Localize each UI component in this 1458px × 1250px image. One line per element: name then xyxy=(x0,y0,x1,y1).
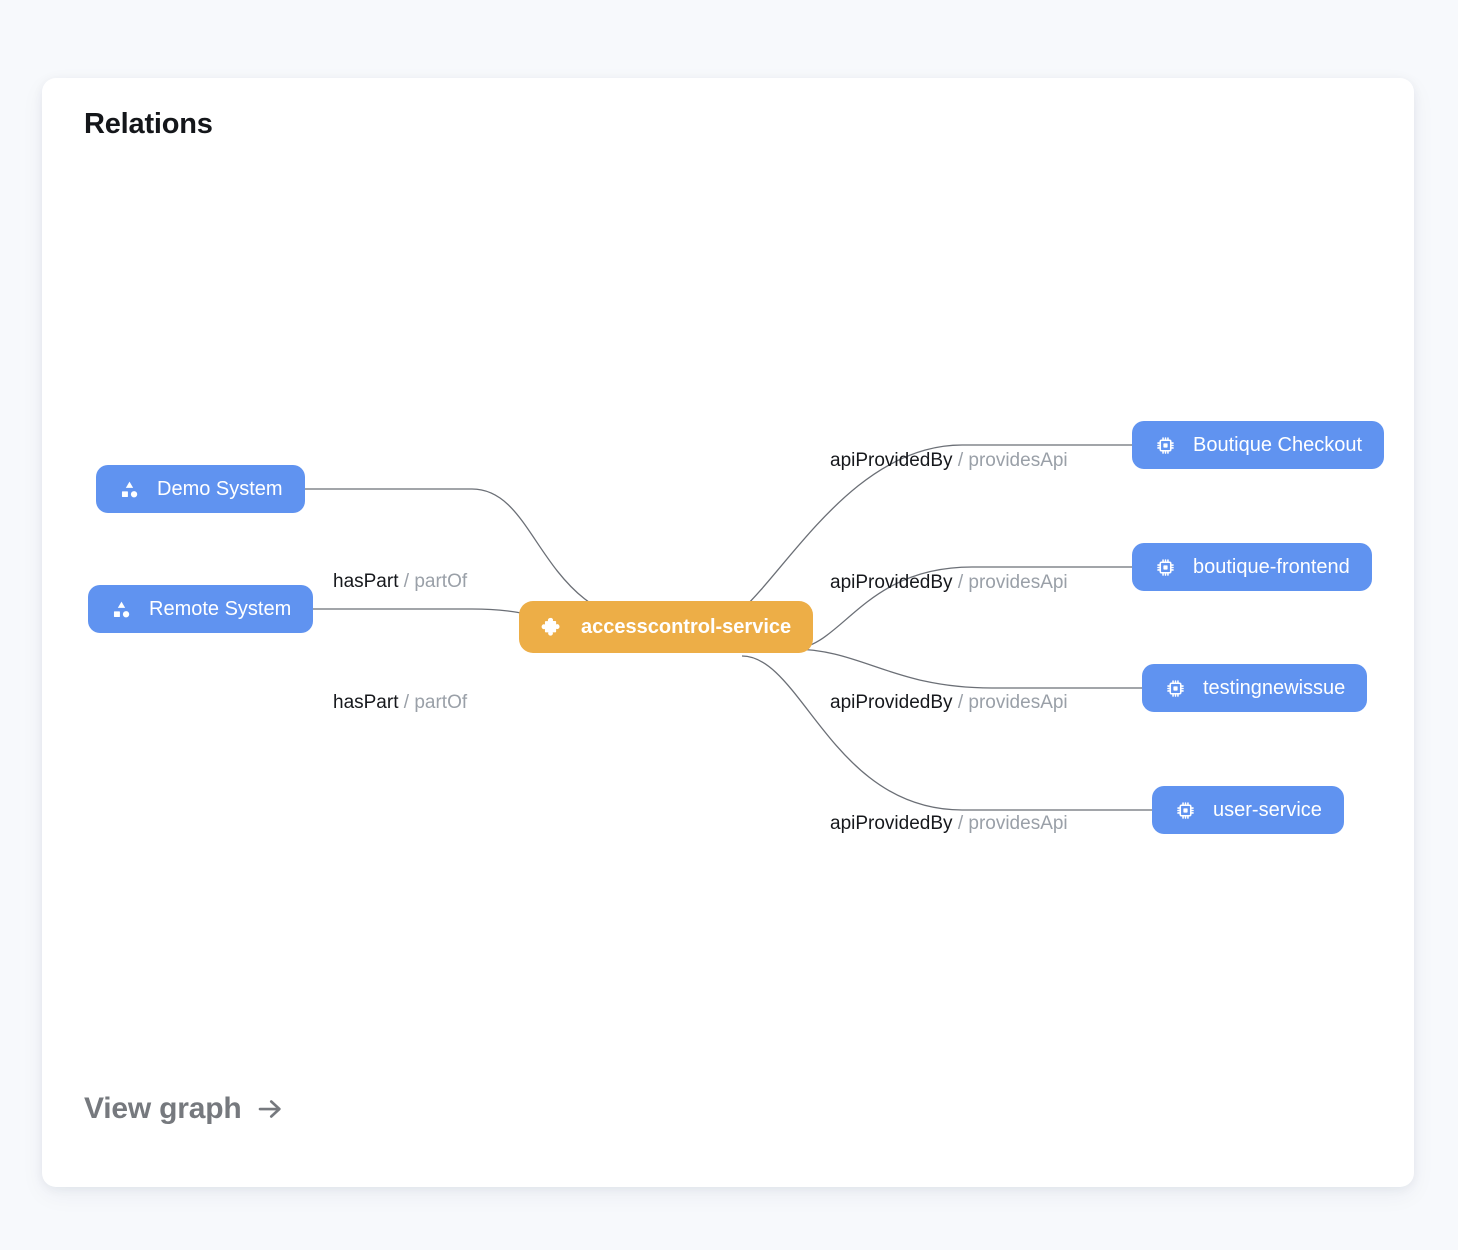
edge-label-apiprovidedby-boutique-checkout: apiProvidedBy / providesApi xyxy=(830,450,1068,472)
relation-reverse: providesApi xyxy=(968,813,1068,834)
relation-separator: / xyxy=(403,571,415,592)
graph-node-label: Demo System xyxy=(157,477,283,500)
relation-reverse: partOf xyxy=(414,692,468,713)
arrow-right-icon xyxy=(255,1094,285,1124)
relation-forward: apiProvidedBy xyxy=(830,572,953,593)
edge-label-haspart-demo: hasPart / partOf xyxy=(333,571,467,593)
graph-node-testingnewissue[interactable]: testingnewissue xyxy=(1142,664,1368,712)
graph-node-accesscontrol-service[interactable]: accesscontrol-service xyxy=(519,601,814,653)
graph-node-user-service[interactable]: user-service xyxy=(1152,786,1344,834)
relation-forward: apiProvidedBy xyxy=(830,450,953,471)
relation-forward: hasPart xyxy=(333,571,399,592)
shapes-icon xyxy=(110,598,132,620)
relation-reverse: providesApi xyxy=(968,692,1068,713)
graph-node-boutique-checkout[interactable]: Boutique Checkout xyxy=(1132,421,1385,469)
edge-label-haspart-remote: hasPart / partOf xyxy=(333,692,467,714)
chip-icon xyxy=(1154,556,1176,578)
graph-node-label: boutique-frontend xyxy=(1193,555,1350,578)
graph-node-label: Boutique Checkout xyxy=(1193,433,1363,456)
edge-user-service xyxy=(741,655,1152,811)
page-title: Relations xyxy=(84,108,213,140)
relation-reverse: providesApi xyxy=(968,572,1068,593)
graph-node-label: Remote System xyxy=(149,597,292,620)
chip-icon xyxy=(1174,799,1196,821)
view-graph-label: View graph xyxy=(84,1092,242,1125)
relation-reverse: providesApi xyxy=(968,450,1068,471)
relation-forward: apiProvidedBy xyxy=(830,813,953,834)
relation-forward: hasPart xyxy=(333,692,399,713)
relation-separator: / xyxy=(957,450,969,471)
graph-node-label: accesscontrol-service xyxy=(581,615,792,638)
relations-graph: Demo System Remote System accesscontrol-… xyxy=(42,78,1414,1187)
shapes-icon xyxy=(118,478,140,500)
chip-icon xyxy=(1154,434,1176,456)
graph-node-remote-system[interactable]: Remote System xyxy=(88,585,314,633)
chip-icon xyxy=(1164,677,1186,699)
view-graph-link[interactable]: View graph xyxy=(84,1092,285,1126)
relation-separator: / xyxy=(403,692,415,713)
graph-node-label: user-service xyxy=(1213,798,1322,821)
edge-label-apiprovidedby-user-service: apiProvidedBy / providesApi xyxy=(830,813,1068,835)
relation-separator: / xyxy=(957,572,969,593)
graph-node-label: testingnewissue xyxy=(1203,676,1346,699)
edge-boutique-checkout xyxy=(709,444,1132,628)
relation-forward: apiProvidedBy xyxy=(830,692,953,713)
relation-reverse: partOf xyxy=(414,571,468,592)
graph-node-demo-system[interactable]: Demo System xyxy=(96,465,305,513)
edge-testingnewissue xyxy=(791,648,1142,689)
puzzle-piece-icon xyxy=(541,616,563,638)
edge-label-apiprovidedby-boutique-frontend: apiProvidedBy / providesApi xyxy=(830,572,1068,594)
relation-separator: / xyxy=(957,692,969,713)
graph-node-boutique-frontend[interactable]: boutique-frontend xyxy=(1132,543,1372,591)
edge-label-apiprovidedby-testingnewissue: apiProvidedBy / providesApi xyxy=(830,692,1068,714)
relation-separator: / xyxy=(957,813,969,834)
relations-card: Relations Demo Syst xyxy=(42,78,1414,1187)
